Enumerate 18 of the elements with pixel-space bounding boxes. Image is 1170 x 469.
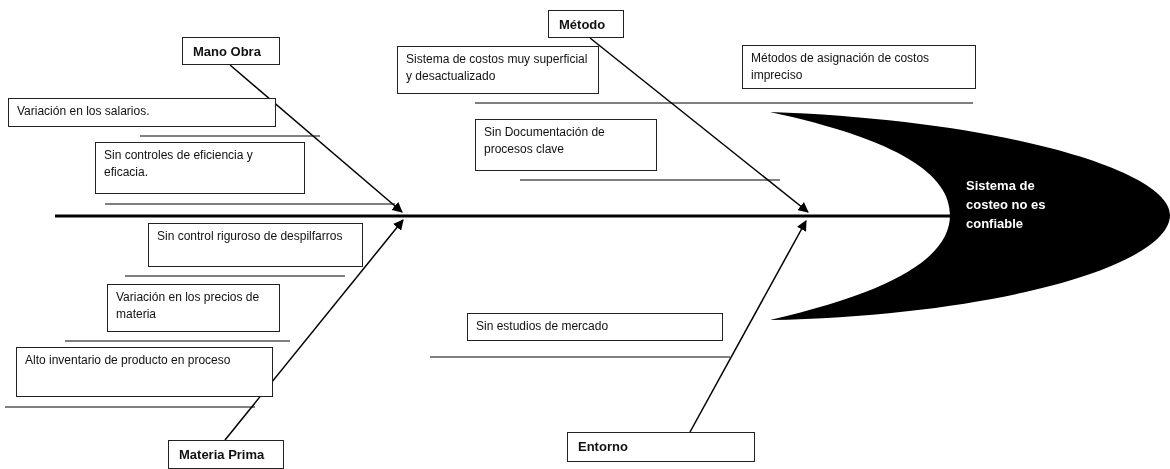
cause-box: Sin controles de eficiencia y eficacia. (95, 142, 305, 194)
category-box: Método (548, 10, 624, 38)
arrow (689, 220, 807, 433)
effect-text: Sistema de costeo no es confiable (966, 177, 1047, 233)
cause-box: Sin estudios de mercado (467, 313, 723, 341)
arrow (229, 64, 403, 213)
cause-box: Variación en los precios de materia (107, 284, 280, 332)
fish-head (770, 110, 1170, 322)
category-box: Materia Prima (168, 440, 284, 469)
arrow (224, 219, 404, 441)
cause-box: Alto inventario de producto en proceso (16, 347, 273, 397)
cause-box: Métodos de asignación de costos impreciso (742, 45, 976, 89)
cause-box: Variación en los salarios. (8, 98, 276, 127)
category-box: Mano Obra (182, 37, 280, 65)
category-box: Entorno (567, 432, 755, 462)
cause-box: Sin control riguroso de despilfarros (148, 223, 363, 267)
cause-box: Sistema de costos muy superficial y desactualizado (397, 46, 599, 94)
cause-box: Sin Documentación de procesos clave (475, 119, 657, 171)
